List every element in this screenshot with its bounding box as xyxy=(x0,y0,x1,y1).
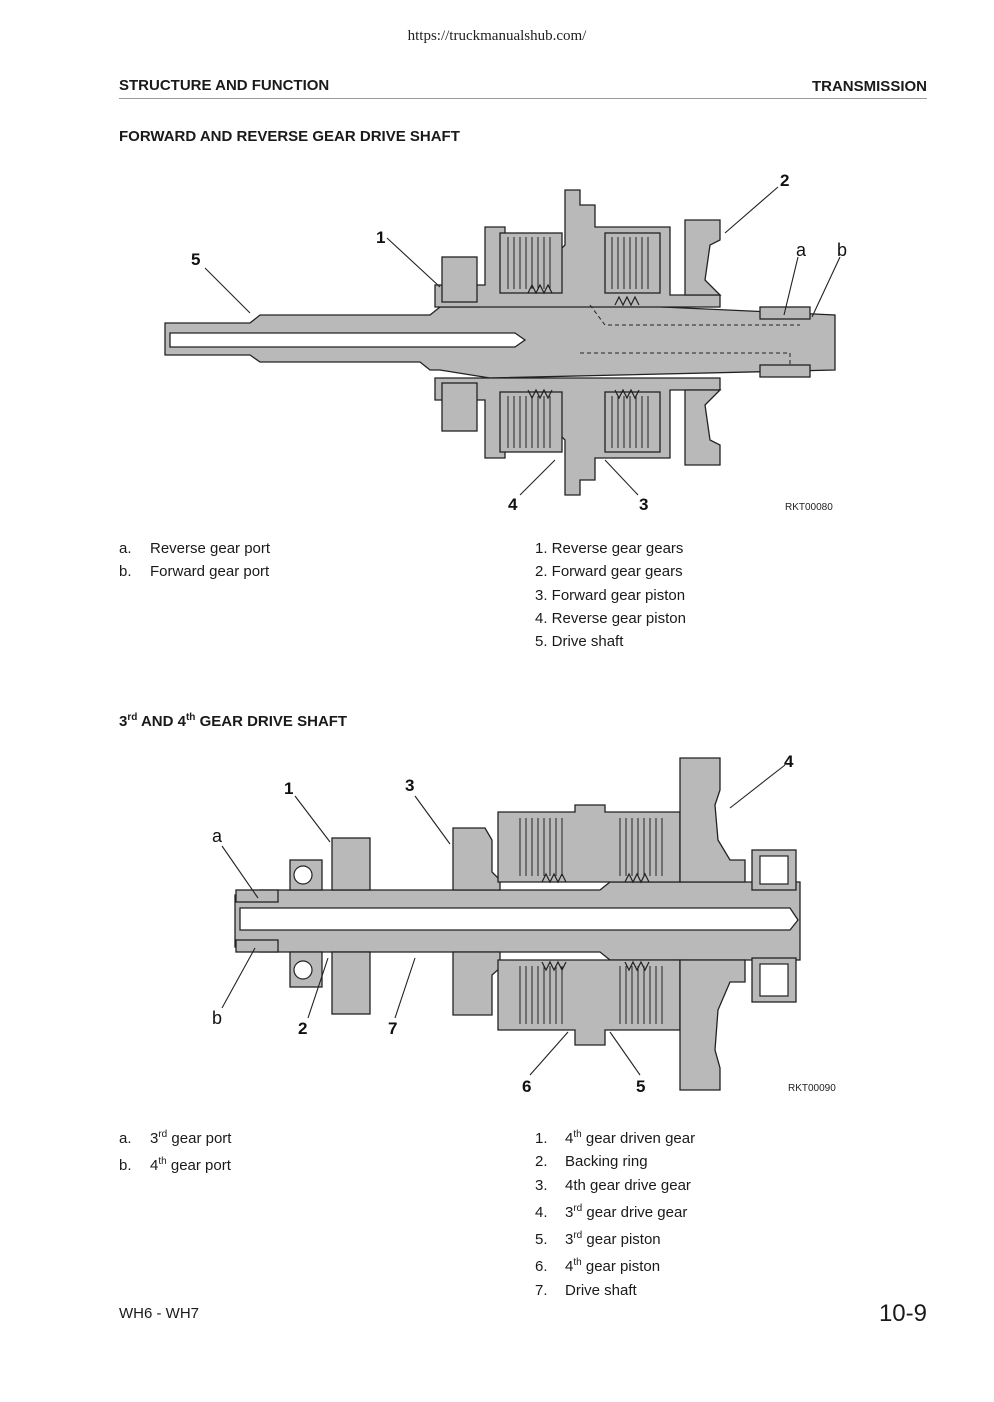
callout-7: 7 xyxy=(388,1019,397,1038)
section2-title: 3rd AND 4th GEAR DRIVE SHAFT xyxy=(119,712,348,730)
footer-model: WH6 - WH7 xyxy=(119,1305,199,1322)
legend-item: 3.4th gear drive gear xyxy=(535,1176,691,1194)
callout-4: 4 xyxy=(508,495,518,514)
legend-item: 3. Forward gear piston xyxy=(535,586,686,604)
third-fourth-shaft-diagram: 1 2 3 4 5 6 7 a b RKT00090 xyxy=(212,752,836,1096)
header-section-title: STRUCTURE AND FUNCTION xyxy=(119,77,330,94)
callout-2: 2 xyxy=(298,1019,307,1038)
upper-gear-carrier xyxy=(434,189,721,308)
clutch-carrier-lower xyxy=(497,959,681,1046)
source-url[interactable]: https://truckmanualshub.com/ xyxy=(407,28,587,44)
callout-2: 2 xyxy=(780,171,789,190)
legend-item: a.Reverse gear port xyxy=(119,540,271,557)
callout-5: 5 xyxy=(191,250,200,269)
header-chapter-title: TRANSMISSION xyxy=(811,78,927,95)
legend-item: 1. Reverse gear gears xyxy=(535,540,684,557)
legend-item: 5.3rd gear piston xyxy=(535,1230,661,1249)
callout-3: 3 xyxy=(405,776,414,795)
fourth-drive-gear-lower xyxy=(452,951,501,1016)
fourth-driven-gear-upper xyxy=(331,837,371,891)
callout-b: b xyxy=(212,1008,222,1028)
reverse-gear-lower-block xyxy=(441,382,478,432)
callout-a: a xyxy=(212,826,223,846)
callout-3: 3 xyxy=(639,495,648,514)
legend-item: b.4th gear port xyxy=(119,1156,231,1175)
legend-item: 2. Forward gear gears xyxy=(535,563,683,581)
callout-1: 1 xyxy=(376,228,385,247)
callout-1: 1 xyxy=(284,779,293,798)
header-divider xyxy=(119,98,927,99)
legend-item: 4. Reverse gear piston xyxy=(535,609,686,627)
forward-gear-upper xyxy=(684,219,722,296)
legend-item: a.3rd gear port xyxy=(119,1129,232,1147)
legend-item: 1.4th gear driven gear xyxy=(535,1129,696,1147)
clutch-carrier-upper xyxy=(497,804,681,883)
legend-item: 7.Drive shaft xyxy=(535,1281,637,1299)
legend-item: b.Forward gear port xyxy=(119,563,270,581)
forward-gear-lower xyxy=(684,389,722,466)
legend-item: 2.Backing ring xyxy=(535,1153,648,1171)
legend-item: 5. Drive shaft xyxy=(535,633,624,651)
lower-gear-carrier xyxy=(434,377,721,496)
third-drive-gear-upper xyxy=(679,757,746,883)
section1-legend-numbers: 1. Reverse gear gears 2. Forward gear ge… xyxy=(535,537,686,653)
forward-reverse-shaft-diagram: 1 2 3 4 5 a b RKT00080 xyxy=(164,171,847,514)
figure-code: RKT00090 xyxy=(788,1083,836,1094)
section1-legend-letters: a.Reverse gear port b.Forward gear port xyxy=(119,537,270,584)
fourth-driven-gear-lower xyxy=(331,951,371,1015)
section2-legend-letters: a.3rd gear port b.4th gear port xyxy=(119,1123,231,1178)
fourth-drive-gear-upper xyxy=(452,827,501,891)
legend-item: 4.3rd gear drive gear xyxy=(535,1202,688,1221)
callout-b: b xyxy=(837,240,847,260)
third-drive-gear-lower xyxy=(679,959,746,1091)
callout-4: 4 xyxy=(784,752,794,771)
figure-code: RKT00080 xyxy=(785,502,833,513)
callout-a: a xyxy=(796,240,807,260)
page-number: 10-9 xyxy=(878,1300,927,1327)
callout-5: 5 xyxy=(636,1077,645,1096)
legend-item: 6.4th gear piston xyxy=(535,1257,661,1276)
section1-title: FORWARD AND REVERSE GEAR DRIVE SHAFT xyxy=(119,128,460,145)
callout-6: 6 xyxy=(522,1077,531,1096)
section2-legend-numbers: 1.4th gear driven gear 2.Backing ring 3.… xyxy=(535,1123,695,1302)
reverse-gear-upper-block xyxy=(441,256,478,303)
